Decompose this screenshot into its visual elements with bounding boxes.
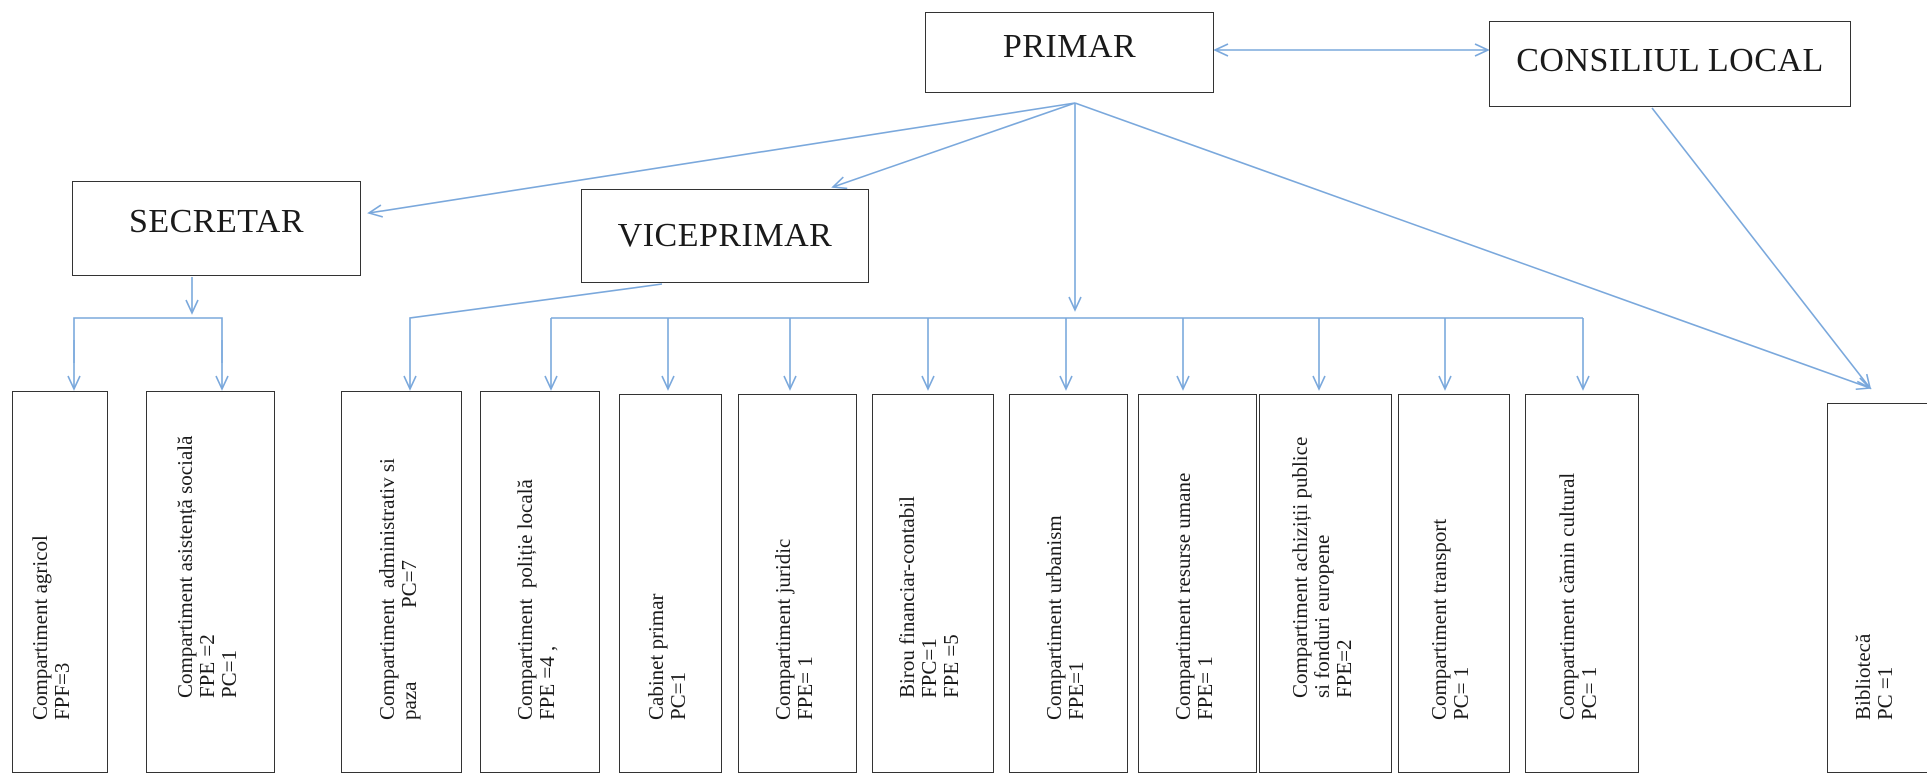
dept-line: FPE= 1 <box>1192 656 1217 720</box>
dept-transport: Compartiment transport PC= 1 <box>1398 394 1510 773</box>
secretar-bus <box>73 317 223 363</box>
dept-text: Compartiment agricol FPF=3 <box>28 535 74 720</box>
dept-line: Compartiment administrativ si <box>374 458 399 720</box>
link-primar-viceprimar <box>831 102 1076 190</box>
dept-line: FPE =2 <box>194 634 219 698</box>
dept-line: Birou financiar-contabil <box>895 496 919 698</box>
dept-line: FPE =4 , <box>535 645 559 720</box>
dept-text: Compartiment asistență socială FPE =2 PC… <box>172 435 241 698</box>
dept-line: PC= 1 <box>1449 666 1473 720</box>
dept-line: Cabinet primar <box>643 593 668 720</box>
viceprimar-label: VICEPRIMAR <box>617 217 833 254</box>
dept-line: FPE= 1 <box>792 656 817 720</box>
dept-line: FPE =5 <box>939 634 963 698</box>
dept-line: Compartiment resurse umane <box>1170 472 1195 720</box>
primar-label: PRIMAR <box>1002 27 1137 65</box>
secretar-label: SECRETAR <box>128 202 305 240</box>
dept-text: Compartiment urbanism FPE=1 <box>1041 515 1088 720</box>
dept-text: Cabinet primar PC=1 <box>643 593 690 720</box>
dept-urbanism: Compartiment urbanism FPE=1 <box>1009 394 1128 773</box>
dept-text: Compartiment administrativ si paza PC=7 <box>374 458 421 720</box>
dept-line: Compartiment poliție locală <box>513 479 537 720</box>
dept-line: Compartiment urbanism <box>1041 515 1066 720</box>
dept-text: Compartiment resurse umane FPE= 1 <box>1170 472 1217 720</box>
dept-camin-cultural: Compartiment cămin cultural PC= 1 <box>1525 394 1639 773</box>
dept-asistenta-sociala: Compartiment asistență socială FPE =2 PC… <box>146 391 275 773</box>
dept-politie-locala: Compartiment poliție locală FPE =4 , <box>480 391 600 773</box>
dept-line: FPC=1 <box>917 638 941 698</box>
dept-resurse-umane: Compartiment resurse umane FPE= 1 <box>1138 394 1257 773</box>
dept-line: Compartiment asistență socială <box>172 435 197 698</box>
dept-line: PC=1 <box>665 671 690 720</box>
dept-line: PC =1 <box>1872 666 1897 720</box>
link-primar-biblioteca <box>1074 102 1872 391</box>
dept-line: FPF=3 <box>50 662 74 720</box>
dept-line: PC=1 <box>216 649 241 698</box>
dept-line: Compartiment juridic <box>770 538 795 720</box>
dept-line: FPE=1 <box>1063 661 1088 720</box>
consiliul-local-box: CONSILIUL LOCAL <box>1489 21 1851 107</box>
dept-compartiment-agricol: Compartiment agricol FPF=3 <box>12 391 108 773</box>
dept-line: FPE=2 <box>1331 639 1356 698</box>
consiliul-local-label: CONSILIUL LOCAL <box>1516 42 1824 79</box>
dept-line: Bibliotecă <box>1850 633 1875 720</box>
dept-line: PC= 1 <box>1577 666 1601 720</box>
dept-text: Compartiment cămin cultural PC= 1 <box>1555 472 1601 720</box>
dept-line: Compartiment agricol <box>28 535 52 720</box>
dept-line: Compartiment transport <box>1427 518 1451 720</box>
link-viceprimar-administrativ <box>403 283 663 391</box>
link-consiliul-biblioteca <box>1651 107 1872 390</box>
dept-cabinet-primar: Cabinet primar PC=1 <box>619 394 722 773</box>
dept-text: Compartiment transport PC= 1 <box>1427 518 1473 720</box>
dept-text: Birou financiar-contabil FPC=1 FPE =5 <box>895 496 963 698</box>
dept-text: Compartiment poliție locală FPE =4 , <box>513 479 559 720</box>
dept-financiar-contabil: Birou financiar-contabil FPC=1 FPE =5 <box>872 394 994 773</box>
dept-line: Compartiment achiziții publice <box>1287 436 1312 698</box>
primar-box: PRIMAR <box>925 12 1214 93</box>
dept-achizitii-publice: Compartiment achiziții publice si fondur… <box>1259 394 1392 773</box>
dept-text: Compartiment juridic FPE= 1 <box>770 538 817 720</box>
dept-text: Bibliotecă PC =1 <box>1850 633 1897 720</box>
dept-line: si fonduri europene <box>1309 534 1334 698</box>
dept-biblioteca: Bibliotecă PC =1 <box>1827 403 1927 773</box>
dept-administrativ-paza: Compartiment administrativ si paza PC=7 <box>341 391 462 773</box>
dept-line: Compartiment cămin cultural <box>1555 472 1579 720</box>
dept-text: Compartiment achiziții publice si fondur… <box>1287 436 1356 698</box>
dept-line: paza PC=7 <box>396 560 421 720</box>
viceprimar-box: VICEPRIMAR <box>581 189 869 283</box>
dept-juridic: Compartiment juridic FPE= 1 <box>738 394 857 773</box>
secretar-box: SECRETAR <box>72 181 361 276</box>
